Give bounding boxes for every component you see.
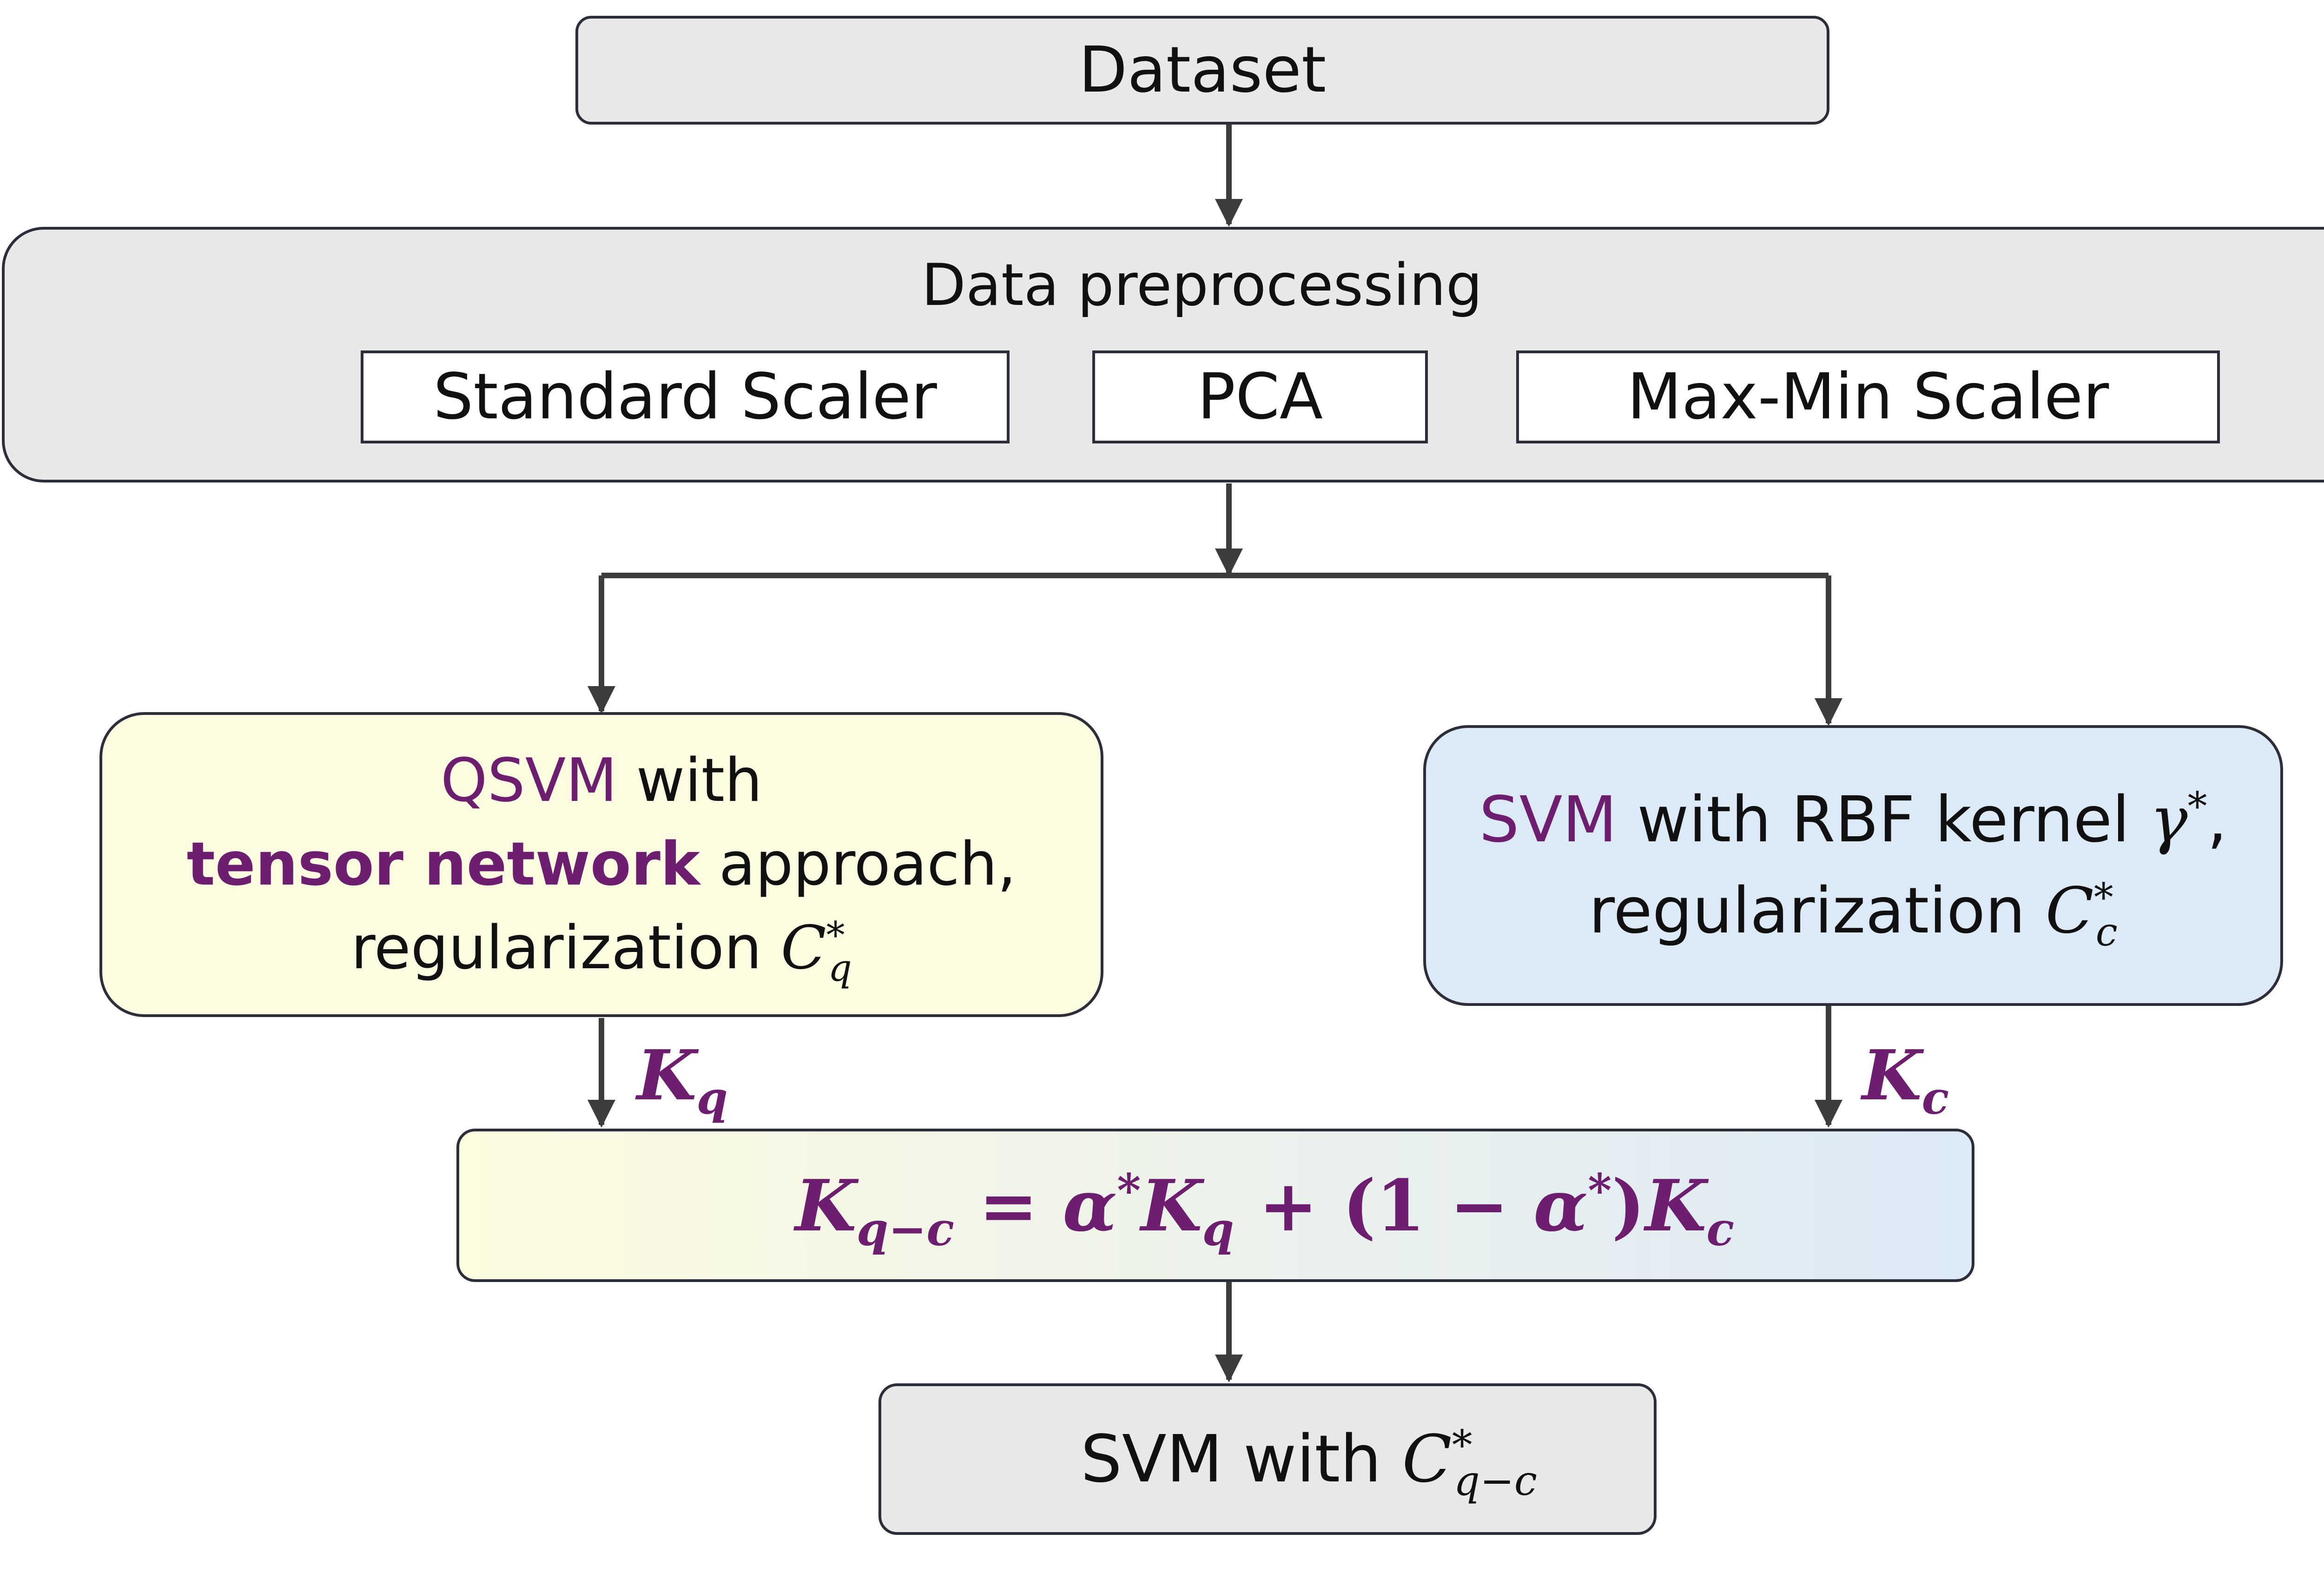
step-max-min-scaler-label: Max-Min Scaler: [1627, 360, 2109, 434]
final-param-sub: q−c: [1453, 1456, 1537, 1505]
qsvm-line-3: regularization C*q: [351, 906, 852, 990]
formula-alpha-star: *: [1117, 1163, 1141, 1217]
combined-kernel-box: Kq−c = α*Kq + (1 − α*)Kc: [456, 1129, 1974, 1282]
qsvm-reg-text: regularization: [351, 913, 781, 983]
kernel-q-label: Kq: [637, 1035, 728, 1120]
svm-rbf-reg-text: regularization: [1589, 874, 2046, 948]
final-svm-label: SVM with: [1081, 1421, 1402, 1497]
svm-rbf-param: C*c: [2045, 874, 2118, 952]
svm-rbf-gamma-sup: *: [2187, 783, 2207, 829]
qsvm-param-sub: q: [828, 946, 852, 990]
step-pca: PCA: [1092, 350, 1428, 443]
svm-rbf-box: SVM with RBF kernel γ*, regularization C…: [1423, 725, 2283, 1006]
svm-rbf-param-sub: c: [2095, 909, 2118, 955]
qsvm-with: with: [617, 746, 763, 815]
qsvm-name: QSVM: [440, 746, 617, 815]
qsvm-line-1: QSVM with: [441, 739, 762, 823]
formula-alpha2-star: *: [1588, 1163, 1612, 1217]
preprocessing-title: Data preprocessing: [921, 252, 1483, 319]
formula-one: 1: [1376, 1163, 1425, 1247]
svm-rbf-name: SVM: [1479, 783, 1617, 857]
qsvm-param-sup: *: [826, 913, 845, 957]
formula-lhs-sub: q−c: [856, 1202, 954, 1256]
svm-rbf-param-sup: *: [2093, 874, 2113, 920]
qsvm-box: QSVM with tensor network approach, regul…: [99, 712, 1103, 1017]
final-svm-box: SVM with C*q−c: [878, 1383, 1657, 1535]
dataset-box: Dataset: [575, 16, 1829, 125]
qsvm-method: tensor network: [186, 830, 700, 899]
final-param-sup: *: [1452, 1421, 1472, 1469]
svm-rbf-desc: with RBF kernel: [1617, 783, 2150, 857]
step-max-min-scaler: Max-Min Scaler: [1516, 350, 2220, 443]
qsvm-param-symbol: C: [780, 913, 826, 983]
final-param: C*q−c: [1402, 1421, 1537, 1501]
step-standard-scaler: Standard Scaler: [361, 350, 1010, 443]
formula-k1: K: [1141, 1163, 1202, 1247]
kernel-q-sub: q: [696, 1071, 728, 1124]
step-standard-scaler-label: Standard Scaler: [433, 360, 937, 434]
formula-minus: −: [1425, 1163, 1534, 1247]
svm-rbf-line-1: SVM with RBF kernel γ*,: [1479, 774, 2227, 866]
svm-rbf-line-2: regularization C*c: [1589, 866, 2118, 957]
svm-rbf-gamma: γ: [2150, 783, 2188, 857]
formula-close-paren: ): [1611, 1163, 1645, 1247]
kernel-c-sub: c: [1921, 1071, 1949, 1124]
svm-rbf-param-symbol: C: [2045, 874, 2094, 948]
qsvm-line-2: tensor network approach,: [187, 823, 1017, 906]
qsvm-approach: approach,: [700, 830, 1017, 899]
formula-lhs-k: K: [795, 1163, 857, 1247]
formula-k1-sub: q: [1202, 1202, 1235, 1256]
combined-kernel-formula: Kq−c = α*Kq + (1 − α*)Kc: [697, 1081, 1735, 1330]
formula-k2: K: [1645, 1163, 1707, 1247]
step-pca-label: PCA: [1197, 360, 1323, 434]
kernel-c-symbol: K: [1862, 1035, 1922, 1116]
formula-eq: =: [954, 1163, 1063, 1247]
final-param-symbol: C: [1402, 1421, 1452, 1497]
formula-k2-sub: c: [1706, 1202, 1735, 1256]
svm-rbf-comma: ,: [2207, 783, 2227, 857]
kernel-c-label: Kc: [1862, 1035, 1949, 1120]
formula-alpha: α: [1063, 1163, 1117, 1247]
kernel-q-symbol: K: [637, 1035, 697, 1116]
formula-alpha2: α: [1533, 1163, 1588, 1247]
formula-plus-paren: + (: [1234, 1163, 1376, 1247]
qsvm-param: C*q: [780, 913, 852, 986]
final-svm-text: SVM with C*q−c: [998, 1346, 1537, 1573]
dataset-label: Dataset: [1078, 33, 1327, 107]
